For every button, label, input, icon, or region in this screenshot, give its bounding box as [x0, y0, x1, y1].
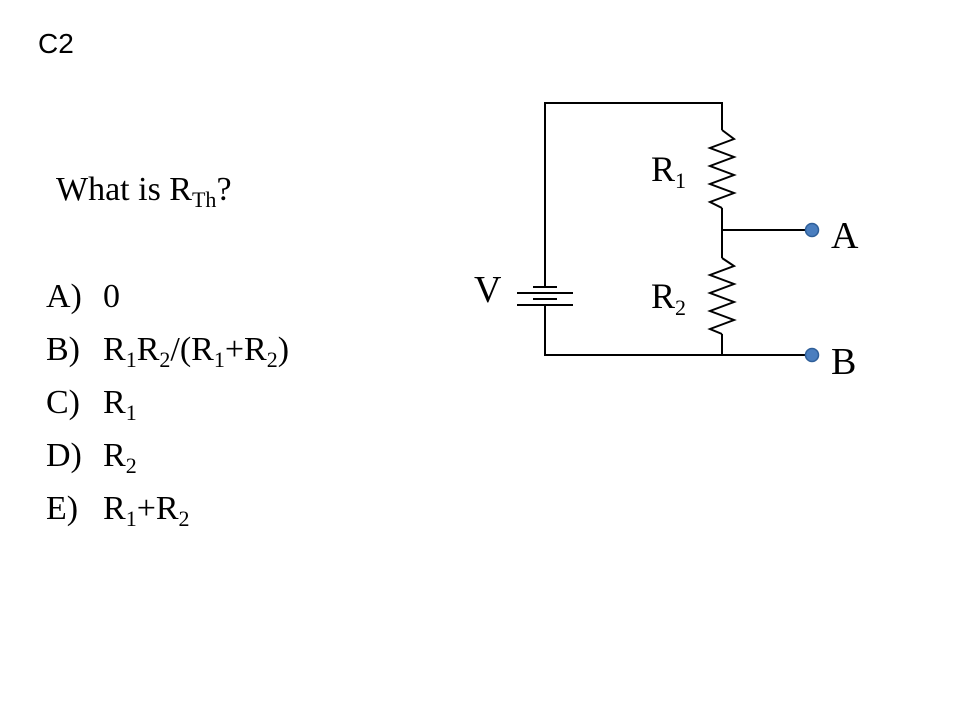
resistor-r1-label: R1 [651, 149, 686, 193]
choice-b: B)R1R2/(R1+R2) [46, 323, 289, 376]
slide-label: C2 [38, 28, 74, 59]
choice-a: A) 0 [46, 270, 289, 323]
choice-letter: C) [46, 384, 80, 421]
choice-d: D) R2 [46, 429, 289, 482]
question-text: What is R [56, 171, 192, 208]
question-mark: ? [216, 171, 232, 208]
choice-text-part: R [136, 331, 160, 368]
wire-bottom [544, 305, 812, 356]
resistor-r2 [707, 257, 737, 335]
choice-text-part: R [103, 437, 126, 474]
choice-text: R1R2/(R1+R2) [103, 323, 289, 376]
choice-text-part: R [103, 331, 126, 368]
choice-subscript: 2 [266, 347, 278, 372]
choice-subscript: 1 [125, 400, 137, 425]
choice-text: R1+R2 [103, 482, 190, 535]
choice-letter: D) [46, 437, 82, 474]
source-label: V [474, 269, 502, 311]
choice-text-part: ) [277, 331, 290, 368]
choice-subscript: 2 [125, 453, 137, 478]
resistor-r2-label: R2 [651, 276, 686, 320]
choice-subscript: 2 [178, 506, 190, 531]
choice-subscript: 1 [125, 347, 137, 372]
choice-subscript: 1 [125, 506, 137, 531]
question-subscript: Th [191, 187, 217, 212]
terminal-a-label: A [831, 215, 859, 257]
choice-letter: B) [46, 331, 80, 368]
choice-text-part: R [103, 490, 126, 527]
choice-subscript: 1 [213, 347, 225, 372]
terminal-b-dot [804, 347, 820, 363]
choice-text-part: 0 [103, 278, 120, 315]
choice-text-part: +R [224, 331, 267, 368]
choice-text-part: /(R [170, 331, 214, 368]
choice-text-part: +R [136, 490, 179, 527]
terminal-a-dot [804, 222, 820, 238]
choice-text: 0 [103, 270, 120, 323]
answer-choices: A)0 B)R1R2/(R1+R2) C)R1 D)R2 E)R1+R2 [46, 270, 289, 535]
choice-text: R2 [103, 429, 137, 482]
choice-letter: A) [46, 278, 82, 315]
choice-c: C) R1 [46, 376, 289, 429]
choice-e: E) R1+R2 [46, 482, 289, 535]
terminal-b-label: B [831, 341, 856, 383]
question-prompt: What is RTh? [56, 164, 232, 216]
choice-text: R1 [103, 376, 137, 429]
choice-letter: E) [46, 490, 79, 527]
resistor-r1 [707, 129, 737, 209]
choice-subscript: 2 [159, 347, 171, 372]
choice-text-part: R [103, 384, 126, 421]
wire-top [544, 102, 723, 287]
